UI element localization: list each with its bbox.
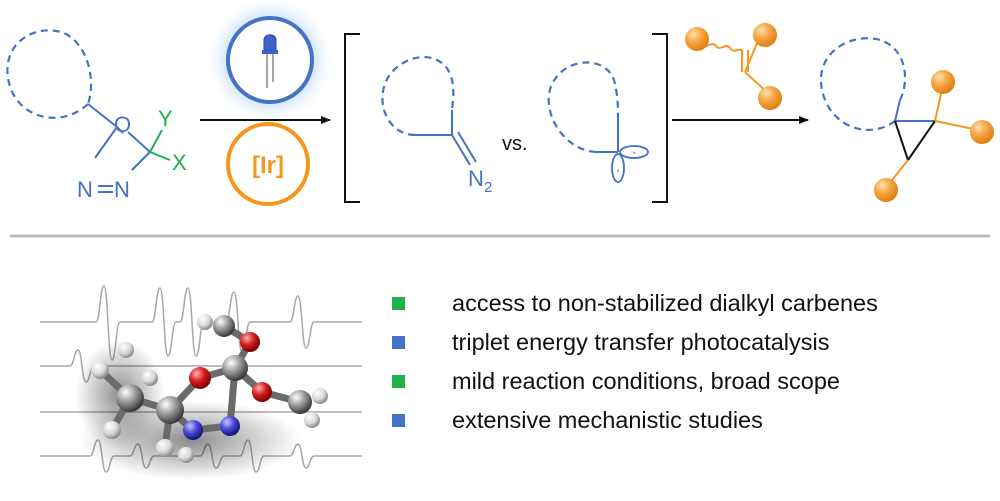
oxygen-label: O xyxy=(114,112,131,137)
photocatalysis-step: [Ir] xyxy=(200,0,332,206)
epr-spectra-3d-model xyxy=(40,285,362,480)
diazo-intermediate: N 2 xyxy=(381,56,492,196)
highlight-item-non-stabilized-carbenes: access to non-stabilized dialkyl carbene… xyxy=(392,284,992,323)
led-icon xyxy=(262,34,278,88)
nitrogen-label-2: N xyxy=(114,177,130,202)
intermediates-bracket: N 2 vs. · · xyxy=(344,33,668,203)
y-substituent-label: Y xyxy=(158,106,173,131)
highlight-label: triplet energy transfer photocatalysis xyxy=(452,329,830,355)
bullet-square-icon xyxy=(392,375,405,388)
radical-dot-top: · xyxy=(631,144,636,161)
highlight-item-mechanistic-studies: extensive mechanistic studies xyxy=(392,401,992,440)
bullet-square-icon xyxy=(392,336,405,349)
reactant-oxadiazoline: O Y X N N xyxy=(6,29,187,202)
triplet-carbene-intermediate: · · xyxy=(547,61,649,183)
radical-dot-bottom: · xyxy=(615,162,620,179)
bullet-square-icon xyxy=(392,414,405,427)
led-circle xyxy=(226,16,314,104)
iridium-catalyst-label: [Ir] xyxy=(252,152,284,179)
bullet-square-icon xyxy=(392,297,405,310)
highlight-item-mild-conditions: mild reaction conditions, broad scope xyxy=(392,362,992,401)
highlight-item-energy-transfer: triplet energy transfer photocatalysis xyxy=(392,323,992,362)
iridium-catalyst-circle xyxy=(226,122,310,206)
highlight-label: access to non-stabilized dialkyl carbene… xyxy=(452,290,878,316)
nitrogen-label-1: N xyxy=(77,177,93,202)
cyclopropane-product xyxy=(819,37,994,202)
highlights-list: access to non-stabilized dialkyl carbene… xyxy=(392,284,992,440)
highlight-label: extensive mechanistic studies xyxy=(452,407,763,433)
diazo-subscript: 2 xyxy=(484,179,492,196)
versus-label: vs. xyxy=(502,133,528,155)
x-substituent-label: X xyxy=(172,150,187,175)
alkene-reagent xyxy=(685,23,782,110)
diazo-nitrogen-label: N xyxy=(468,166,484,191)
highlight-label: mild reaction conditions, broad scope xyxy=(452,368,840,394)
